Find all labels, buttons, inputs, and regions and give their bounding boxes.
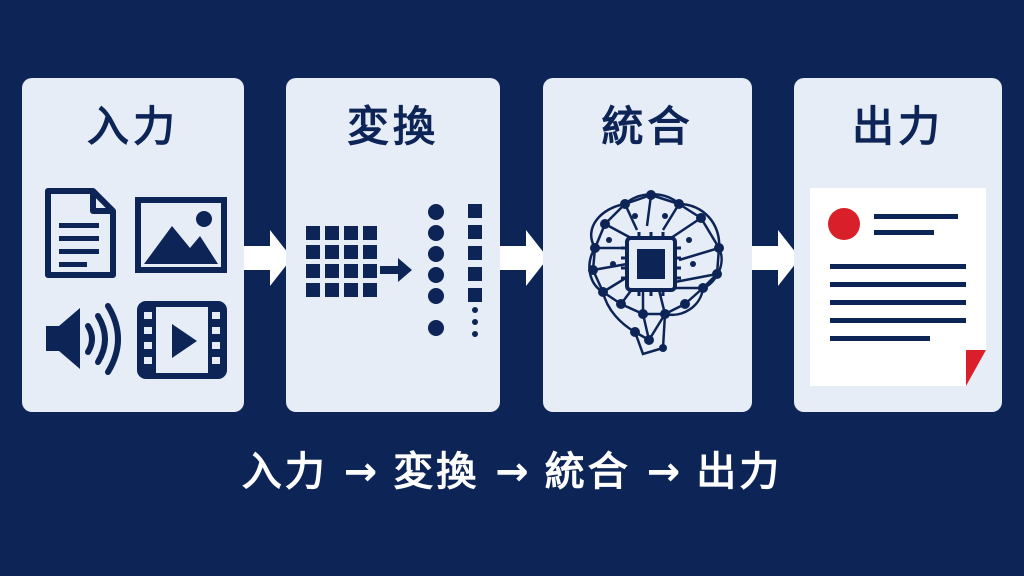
speaker-icon <box>46 303 121 375</box>
chip-icon <box>621 232 681 296</box>
stage-card-output: 出力 <box>794 78 1002 412</box>
arrow-right-icon <box>380 258 412 282</box>
flow-arrow-2 <box>500 230 548 286</box>
ai-brain-chip-icon <box>588 190 724 356</box>
stage-title-integrate: 統合 <box>601 102 694 151</box>
input-icons <box>45 188 227 379</box>
caption-step-transform: 変換 <box>393 449 480 495</box>
stage-title-input: 入力 <box>86 102 179 151</box>
stage-card-integrate: 統合 <box>543 78 752 412</box>
transform-icons <box>306 204 482 337</box>
vector-icon <box>428 204 482 337</box>
flow-caption: 入力 → 変換 → 統合 → 出力 <box>0 452 1024 492</box>
caption-step-output: 出力 <box>696 449 783 495</box>
output-icons <box>810 188 986 386</box>
video-icon <box>137 301 227 379</box>
report-document-icon <box>810 188 986 386</box>
caption-step-integrate: 統合 <box>544 449 631 495</box>
caption-step-input: 入力 <box>241 449 328 495</box>
image-icon <box>135 197 227 273</box>
caption-arrow-2: → <box>495 449 529 495</box>
stage-card-input: 入力 <box>22 78 244 412</box>
flow-arrow-3 <box>752 230 800 286</box>
stage-title-transform: 変換 <box>346 102 439 151</box>
flow-arrow-1 <box>244 230 292 286</box>
caption-arrow-3: → <box>646 449 681 495</box>
grid-icon <box>306 226 377 297</box>
caption-arrow-1: → <box>343 449 378 495</box>
stage-card-transform: 変換 <box>286 78 500 412</box>
integrate-icons <box>588 190 724 356</box>
document-icon <box>45 188 116 278</box>
stage-title-output: 出力 <box>851 102 944 151</box>
